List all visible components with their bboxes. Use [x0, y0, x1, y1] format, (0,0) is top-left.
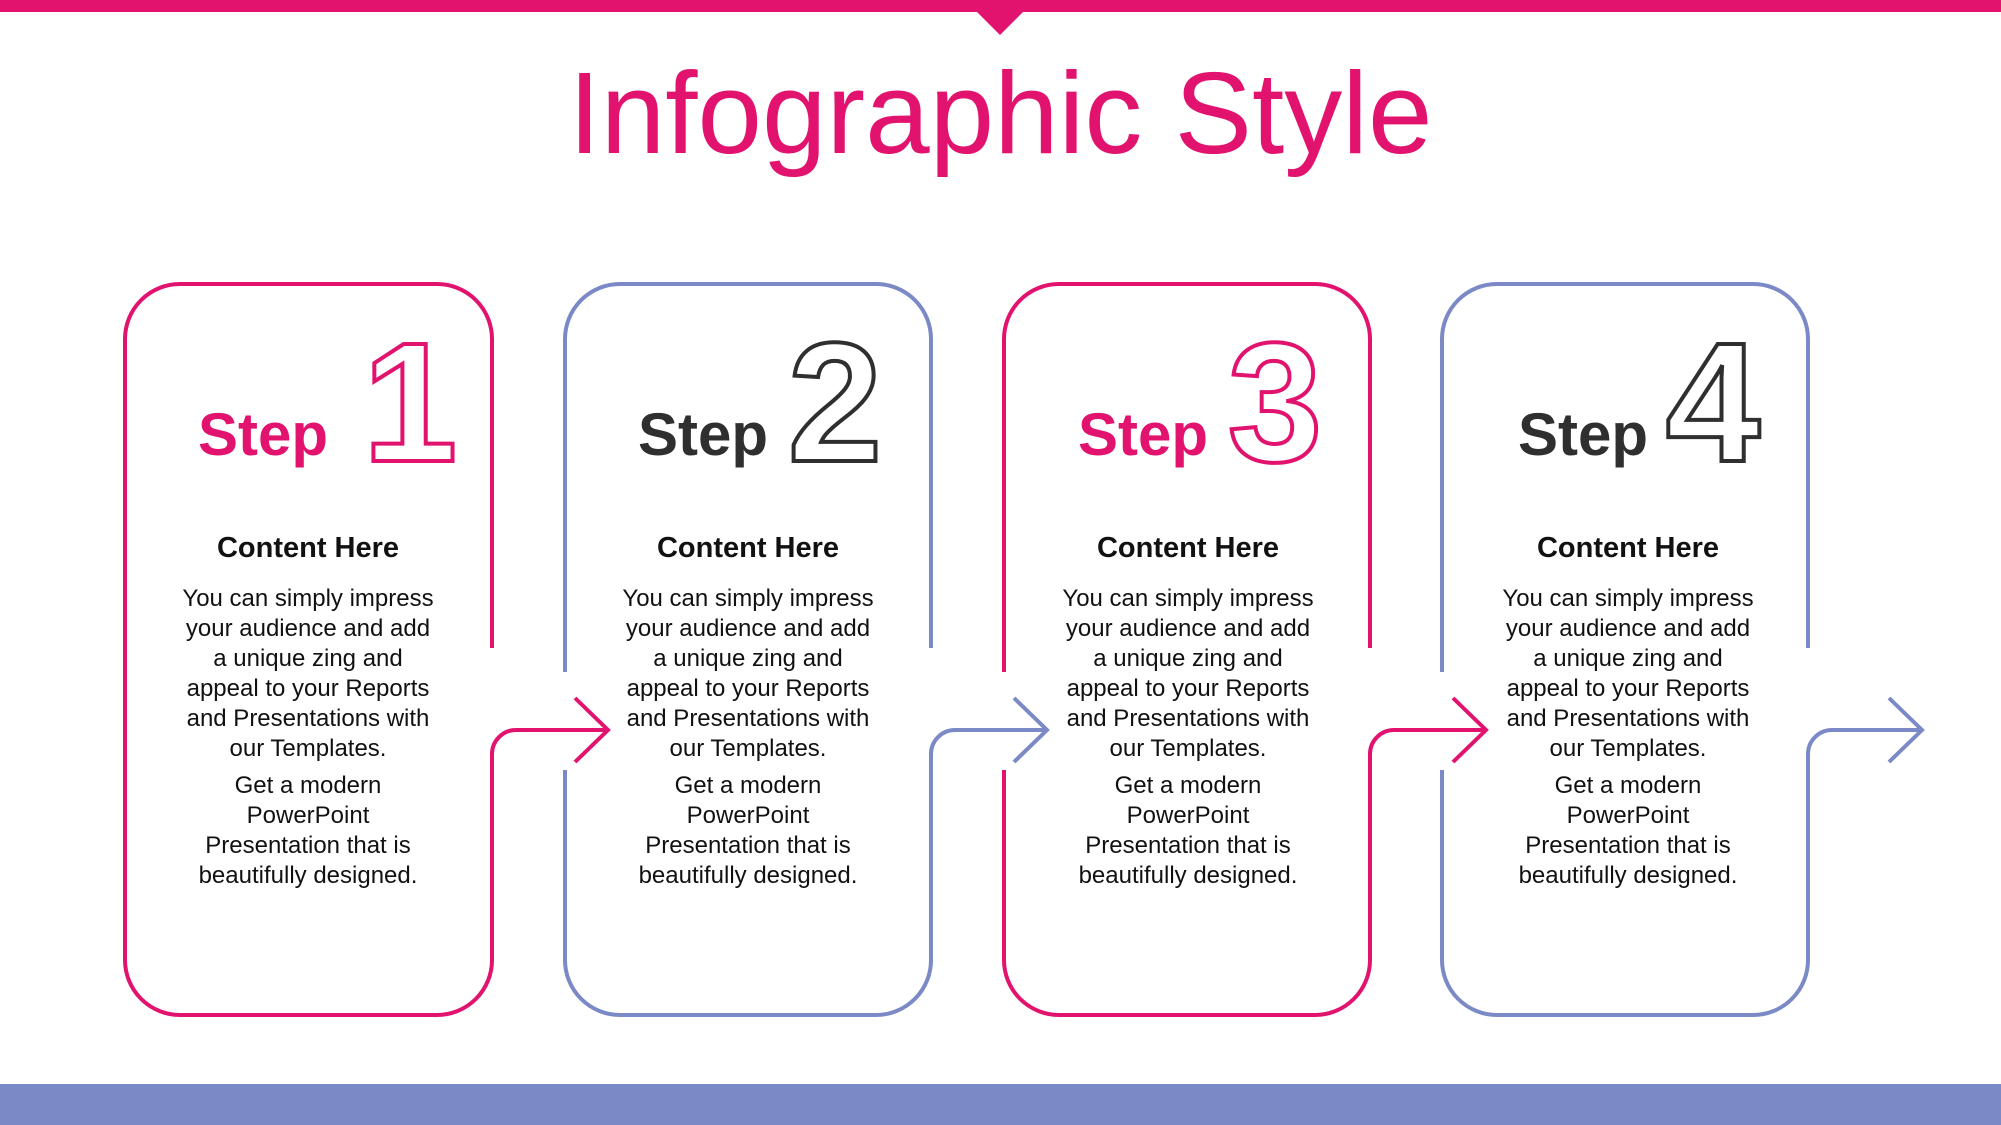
step-2-description: You can simply impress your audience and…: [618, 584, 878, 898]
top-notch-pointer: [976, 11, 1024, 35]
step-1-number: 1: [361, 308, 460, 498]
step-4-label: Step: [1518, 401, 1649, 468]
step-3-label: Step: [1078, 401, 1209, 468]
bottom-accent-bar: [0, 1084, 2001, 1125]
step-2-text-2: Get a modern PowerPoint Presentation tha…: [638, 772, 858, 889]
step-4-connector-arrow: [1806, 696, 1925, 764]
step-1-text-2: Get a modern PowerPoint Presentation tha…: [198, 772, 418, 889]
step-1-description: You can simply impress your audience and…: [178, 584, 438, 898]
step-3-frame: [1002, 282, 1372, 1017]
step-1-label: Step: [198, 401, 329, 468]
step-2-label: Step: [638, 401, 769, 468]
step-3-description: You can simply impress your audience and…: [1058, 584, 1318, 898]
step-3-text-1: You can simply impress your audience and…: [1062, 585, 1314, 762]
step-4-heading: Content Here: [1536, 532, 1720, 564]
step-2-number: 2: [786, 308, 885, 498]
step-3-connector-arrow: [1368, 696, 1489, 764]
step-4-number: 4: [1664, 308, 1763, 498]
top-accent-bar: [0, 0, 2001, 12]
step-3-heading: Content Here: [1096, 532, 1280, 564]
step-4-frame: [1440, 282, 1810, 1017]
page-title: Infographic Style: [568, 48, 1433, 178]
step-1-frame: [123, 282, 494, 1017]
step-2-heading: Content Here: [656, 532, 840, 564]
step-1-text-1: You can simply impress your audience and…: [182, 585, 434, 762]
step-4-text-2: Get a modern PowerPoint Presentation tha…: [1518, 772, 1738, 889]
step-4-text-1: You can simply impress your audience and…: [1502, 585, 1754, 762]
step-3-text-2: Get a modern PowerPoint Presentation tha…: [1078, 772, 1298, 889]
step-3-number: 3: [1226, 308, 1325, 498]
step-2-text-1: You can simply impress your audience and…: [622, 585, 874, 762]
step-1-heading: Content Here: [216, 532, 400, 564]
step-2-connector-arrow: [929, 696, 1050, 764]
step-4-description: You can simply impress your audience and…: [1498, 584, 1758, 898]
step-2-frame: [563, 282, 933, 1017]
step-1-connector-arrow: [490, 696, 611, 764]
